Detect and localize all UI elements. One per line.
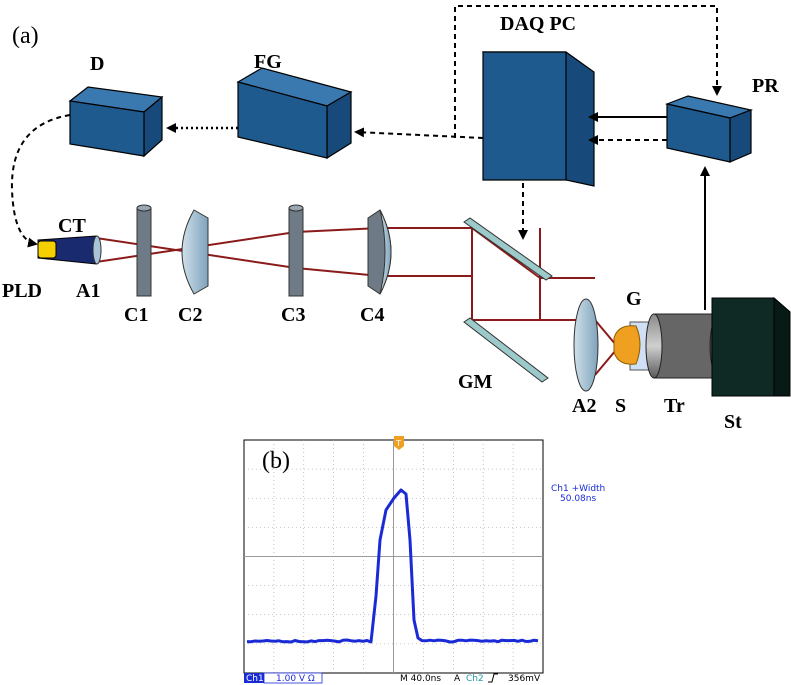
g-label: G xyxy=(626,288,642,310)
pr-box xyxy=(667,96,751,162)
daq-pc-label: DAQ PC xyxy=(500,13,576,35)
ch1-badge: Ch1 xyxy=(246,674,264,684)
c4-label: C4 xyxy=(360,304,384,326)
d-label: D xyxy=(90,53,104,75)
pld-label: PLD xyxy=(2,280,42,302)
trigger-level: 356mV xyxy=(508,674,541,684)
scope-status-bar: Ch1 1.00 V Ω M 40.0ns A Ch2 356mV xyxy=(244,673,541,684)
a2-lens xyxy=(574,299,598,391)
fg-label: FG xyxy=(254,51,282,73)
d-box xyxy=(70,87,162,156)
c2-label: C2 xyxy=(178,304,202,326)
stage-block xyxy=(712,298,790,396)
rising-edge-icon xyxy=(488,674,498,682)
laser-beam xyxy=(96,228,616,375)
ct-label: CT xyxy=(58,215,86,237)
connections xyxy=(12,6,717,310)
measurement-title: Ch1 +Width xyxy=(551,484,605,494)
daq-pc-box xyxy=(483,52,594,186)
c1-plate xyxy=(137,205,151,296)
panel-a-label: (a) xyxy=(12,23,39,49)
gm-mirrors xyxy=(464,218,552,382)
tr-label: Tr xyxy=(664,395,685,417)
panel-b: (b) T Ch1 +Width 50.08ns Ch1 1.00 V Ω M … xyxy=(244,436,605,684)
acq-mode: A xyxy=(454,674,461,684)
ch1-scale: 1.00 V Ω xyxy=(276,674,315,684)
pr-label: PR xyxy=(752,75,779,97)
panel-a: (a) DAQ PC D FG PR xyxy=(2,6,790,433)
a1-label: A1 xyxy=(76,280,100,302)
st-label: St xyxy=(724,411,742,433)
c3-plate xyxy=(289,205,303,296)
gm-label: GM xyxy=(458,371,493,393)
a2-label: A2 xyxy=(572,395,596,417)
trigger-marker-label: T xyxy=(395,439,401,448)
c1-label: C1 xyxy=(124,304,148,326)
measurement-value: 50.08ns xyxy=(560,494,596,504)
ch2-source: Ch2 xyxy=(466,674,484,684)
s-label: S xyxy=(615,395,626,417)
panel-b-label: (b) xyxy=(262,448,290,474)
timebase: M 40.0ns xyxy=(400,674,441,684)
c4-lens xyxy=(368,210,391,294)
c2-lens xyxy=(182,210,208,294)
c3-label: C3 xyxy=(281,304,305,326)
fg-box xyxy=(238,68,351,158)
pld-emitter xyxy=(38,236,101,264)
